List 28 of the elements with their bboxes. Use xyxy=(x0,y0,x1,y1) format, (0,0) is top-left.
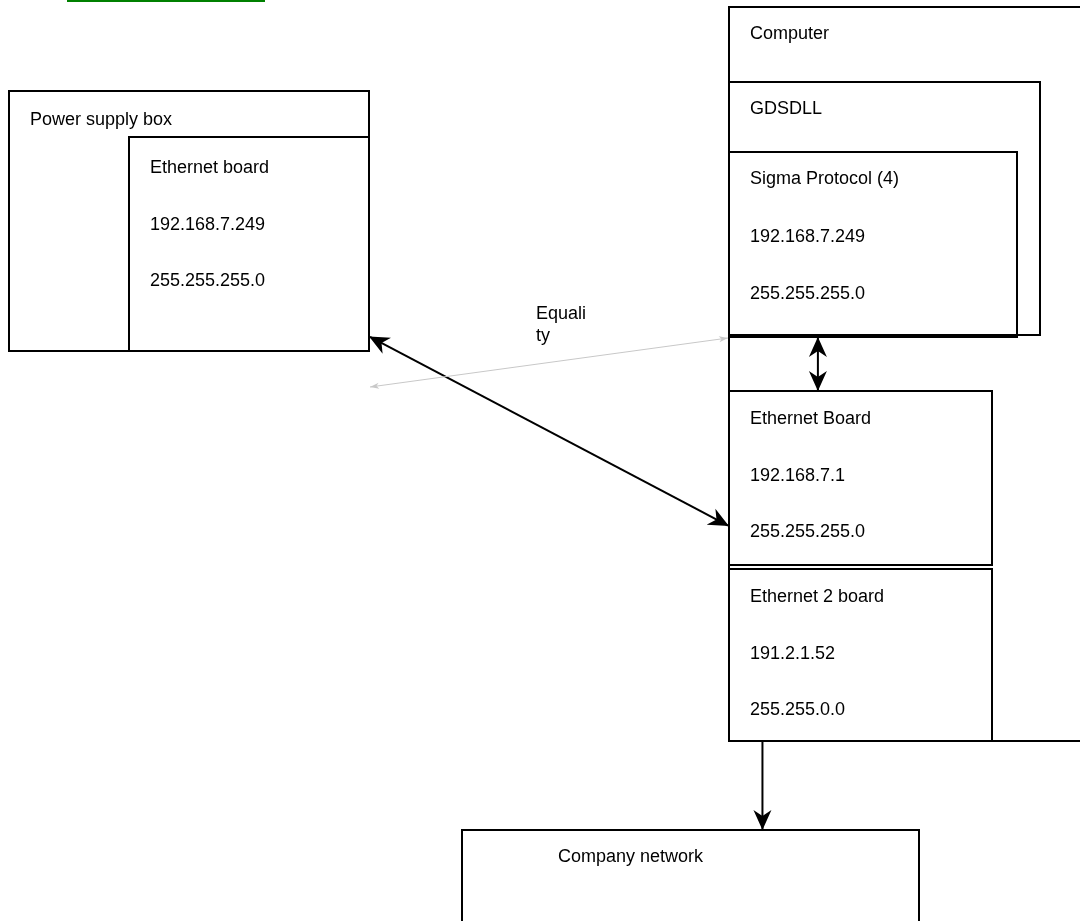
address-text: 255.255.255.0 xyxy=(150,269,266,291)
address-text: 192.168.7.249 xyxy=(750,225,866,247)
box-title: Company network xyxy=(558,845,704,867)
address-text: 191.2.1.52 xyxy=(750,642,836,664)
component-box xyxy=(728,151,1018,338)
box-title: Ethernet board xyxy=(150,156,270,178)
address-text: 192.168.7.1 xyxy=(750,464,846,486)
component-box xyxy=(728,6,1080,742)
arrow xyxy=(808,337,827,391)
box-title: Computer xyxy=(750,22,830,44)
component-box xyxy=(728,568,993,742)
address-text: 192.168.7.249 xyxy=(150,213,266,235)
box-title: GDSDLL xyxy=(750,97,823,119)
arrow xyxy=(369,336,729,389)
arrow xyxy=(753,741,772,830)
component-box xyxy=(461,829,920,921)
component-box xyxy=(728,81,1041,336)
arrow xyxy=(369,335,729,527)
component-box xyxy=(8,90,370,352)
component-box xyxy=(728,390,993,566)
box-title: Power supply box xyxy=(30,108,173,130)
address-text: 255.255.255.0 xyxy=(750,282,866,304)
address-text: 255.255.0.0 xyxy=(750,698,846,720)
box-title: Ethernet Board xyxy=(750,407,872,429)
box-title: Sigma Protocol (4) xyxy=(750,167,900,189)
box-title: Ethernet 2 board xyxy=(750,585,885,607)
component-box xyxy=(128,136,370,352)
address-text: 255.255.255.0 xyxy=(750,520,866,542)
